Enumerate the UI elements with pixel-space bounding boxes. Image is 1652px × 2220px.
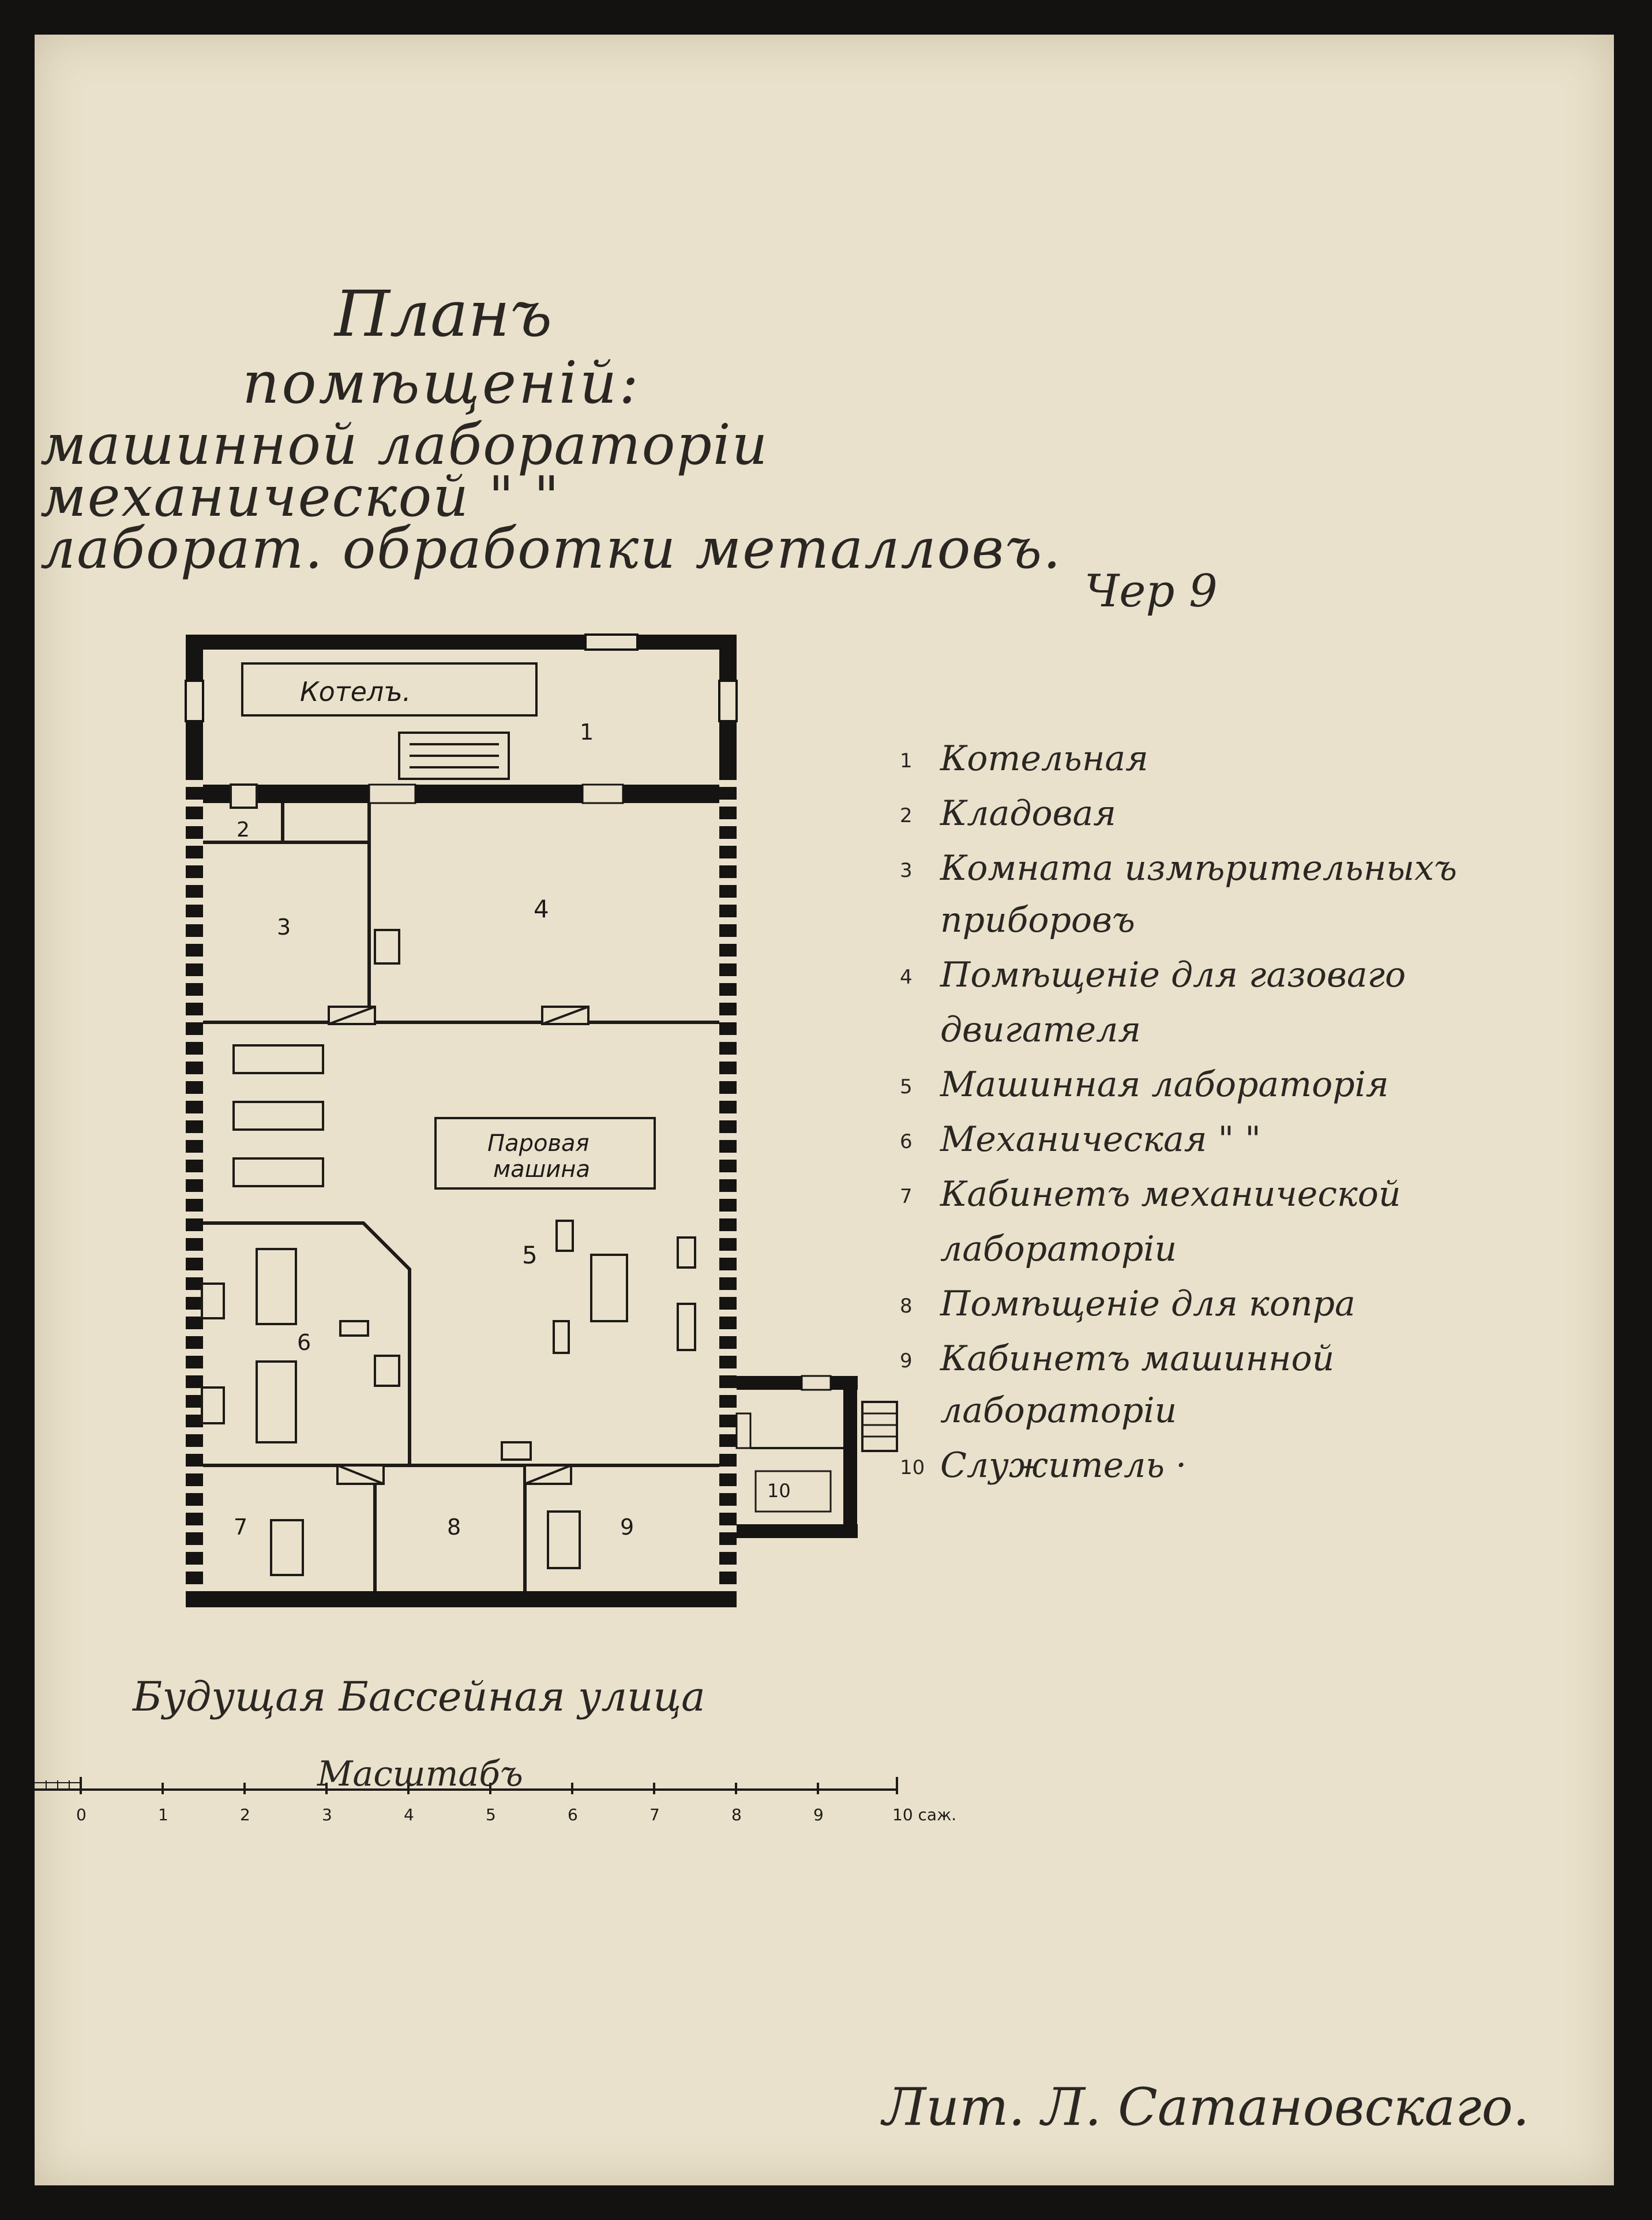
legend-item-10: 10 Служитель · — [900, 1445, 1187, 1486]
scale-tick-0: 0 — [76, 1805, 87, 1824]
legend-number: 9 — [900, 1349, 913, 1373]
legend-text: Котельная — [940, 738, 1148, 779]
lithographer-signature: Лит. Л. Сатановскаго. — [883, 2077, 1530, 2138]
legend-item-8: 8 Помѣщеніе для копра — [900, 1284, 1356, 1324]
room-number-8: 8 — [447, 1514, 461, 1540]
scale-tick-2: 2 — [240, 1805, 250, 1824]
equipment — [201, 929, 696, 1576]
title-line-3: машинной лабораторіи — [40, 412, 769, 477]
street-label: Будущая Бассейная улица — [133, 1673, 705, 1720]
legend-item-9: 9 Кабинетъ машинной — [900, 1338, 1334, 1379]
scale-tick-4: 4 — [404, 1805, 414, 1824]
legend-number: 10 — [900, 1456, 925, 1480]
legend-item-1: 1 Котельная — [900, 738, 1148, 779]
legend-number: 6 — [900, 1130, 913, 1154]
door-marks — [230, 783, 590, 1485]
scale-tick-3: 3 — [322, 1805, 332, 1824]
scale-tick-9: 9 — [813, 1805, 824, 1824]
room-number-1: 1 — [580, 719, 594, 745]
scale-bar — [35, 1777, 898, 1794]
room-number-4: 4 — [534, 895, 549, 923]
room-number-10: 10 — [767, 1480, 791, 1502]
legend-number: 8 — [900, 1295, 913, 1318]
legend-text: Кабинетъ машинной — [940, 1338, 1335, 1379]
document-page: Планъ помѣщеній: машинной лабораторіи ме… — [35, 35, 1614, 2185]
legend-text: Кабинетъ механической — [940, 1174, 1401, 1214]
steam-engine-label-2: машина — [493, 1156, 590, 1183]
legend-number: 4 — [900, 966, 913, 989]
legend-item-5: 5 Машинная лабораторія — [900, 1064, 1389, 1105]
scale-tick-5: 5 — [486, 1805, 496, 1824]
room-number-9: 9 — [620, 1514, 634, 1540]
legend-number: 2 — [900, 804, 913, 828]
title-line-1: Планъ — [335, 277, 553, 351]
legend-item-9-cont: лабораторіи — [940, 1390, 1177, 1431]
room-number-5: 5 — [522, 1241, 538, 1269]
legend-text: Кладовая — [940, 793, 1116, 834]
legend-item-6: 6 Механическая " " — [900, 1119, 1261, 1160]
legend-text: Служитель · — [940, 1445, 1187, 1486]
legend-text: Механическая " " — [940, 1119, 1261, 1160]
steam-engine-label-1: Паровая — [487, 1130, 590, 1157]
legend-text: Помѣщеніе для копра — [940, 1284, 1356, 1324]
scale-tick-8: 8 — [731, 1805, 742, 1824]
room-number-7: 7 — [234, 1514, 247, 1540]
room-number-2: 2 — [236, 818, 250, 842]
interior-partitions — [203, 803, 719, 1591]
boiler-label: Котелъ. — [300, 676, 411, 707]
title-line-5: лаборат. обработки металловъ. — [40, 516, 1062, 581]
legend-text: Помѣщеніе для газоваго — [940, 955, 1406, 995]
legend-number: 5 — [900, 1075, 913, 1099]
legend-item-7: 7 Кабинетъ механической — [900, 1174, 1401, 1214]
scale-tick-6: 6 — [568, 1805, 578, 1824]
legend-item-3: 3 Комната измѣрительныхъ — [900, 848, 1457, 888]
sheet-number: Чер 9 — [1084, 565, 1218, 617]
room-number-6: 6 — [297, 1330, 311, 1355]
legend-item-3-cont: приборовъ — [940, 900, 1135, 940]
floor-plan: Котелъ. Паровая машина 1 2 3 4 5 6 7 8 9… — [35, 633, 956, 1824]
legend-item-7-cont: лабораторіи — [940, 1229, 1177, 1269]
scale-tick-1: 1 — [158, 1805, 168, 1824]
legend-item-4-cont: двигателя — [940, 1010, 1142, 1050]
scale-tick-10: 10 саж. — [892, 1805, 956, 1824]
legend-number: 3 — [900, 859, 913, 883]
title-line-2: помѣщеній: — [242, 349, 641, 417]
legend-text: Комната измѣрительныхъ — [940, 848, 1457, 888]
room-number-3: 3 — [277, 914, 291, 940]
outer-walls — [185, 633, 738, 1607]
legend-number: 1 — [900, 749, 913, 773]
boiler-room — [241, 662, 538, 780]
scale-tick-7: 7 — [649, 1805, 660, 1824]
annex-room-10 — [735, 1375, 898, 1538]
scale-label: Масштабъ — [317, 1754, 523, 1794]
legend-number: 7 — [900, 1185, 913, 1209]
legend-item-2: 2 Кладовая — [900, 793, 1116, 834]
legend-text: Машинная лабораторія — [940, 1064, 1389, 1105]
legend-item-4: 4 Помѣщеніе для газоваго — [900, 955, 1406, 995]
title-line-4: механической " " — [40, 464, 561, 529]
